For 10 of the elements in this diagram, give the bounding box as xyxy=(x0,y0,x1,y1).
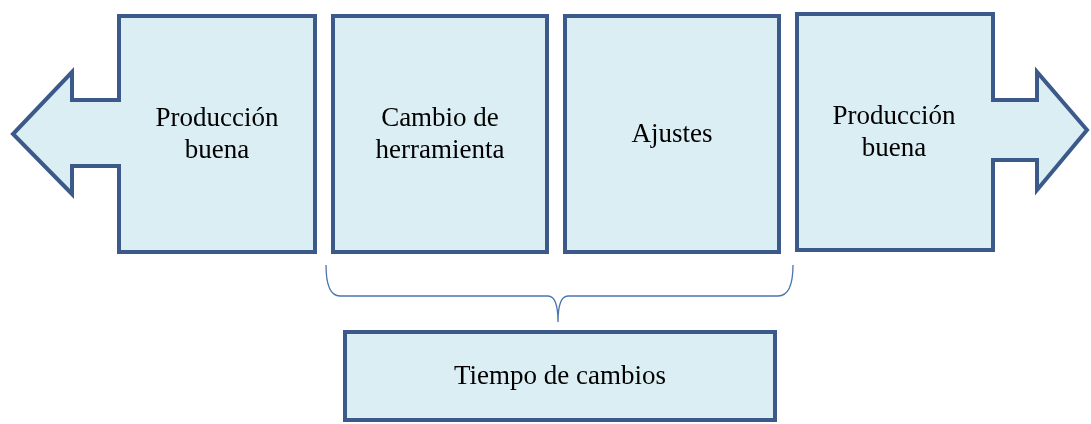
left-arrow-block xyxy=(10,14,317,254)
node-label: Ajustes xyxy=(630,118,714,150)
process-box xyxy=(343,330,777,422)
process-box xyxy=(331,14,549,254)
node-label: Tiempo de cambios xyxy=(453,360,667,392)
node-label: Cambio de herramienta xyxy=(374,102,506,166)
right-arrow-block xyxy=(795,12,1089,252)
node-label: Producción buena xyxy=(831,100,957,164)
node-label: Producción buena xyxy=(154,102,280,166)
process-box xyxy=(563,14,781,254)
